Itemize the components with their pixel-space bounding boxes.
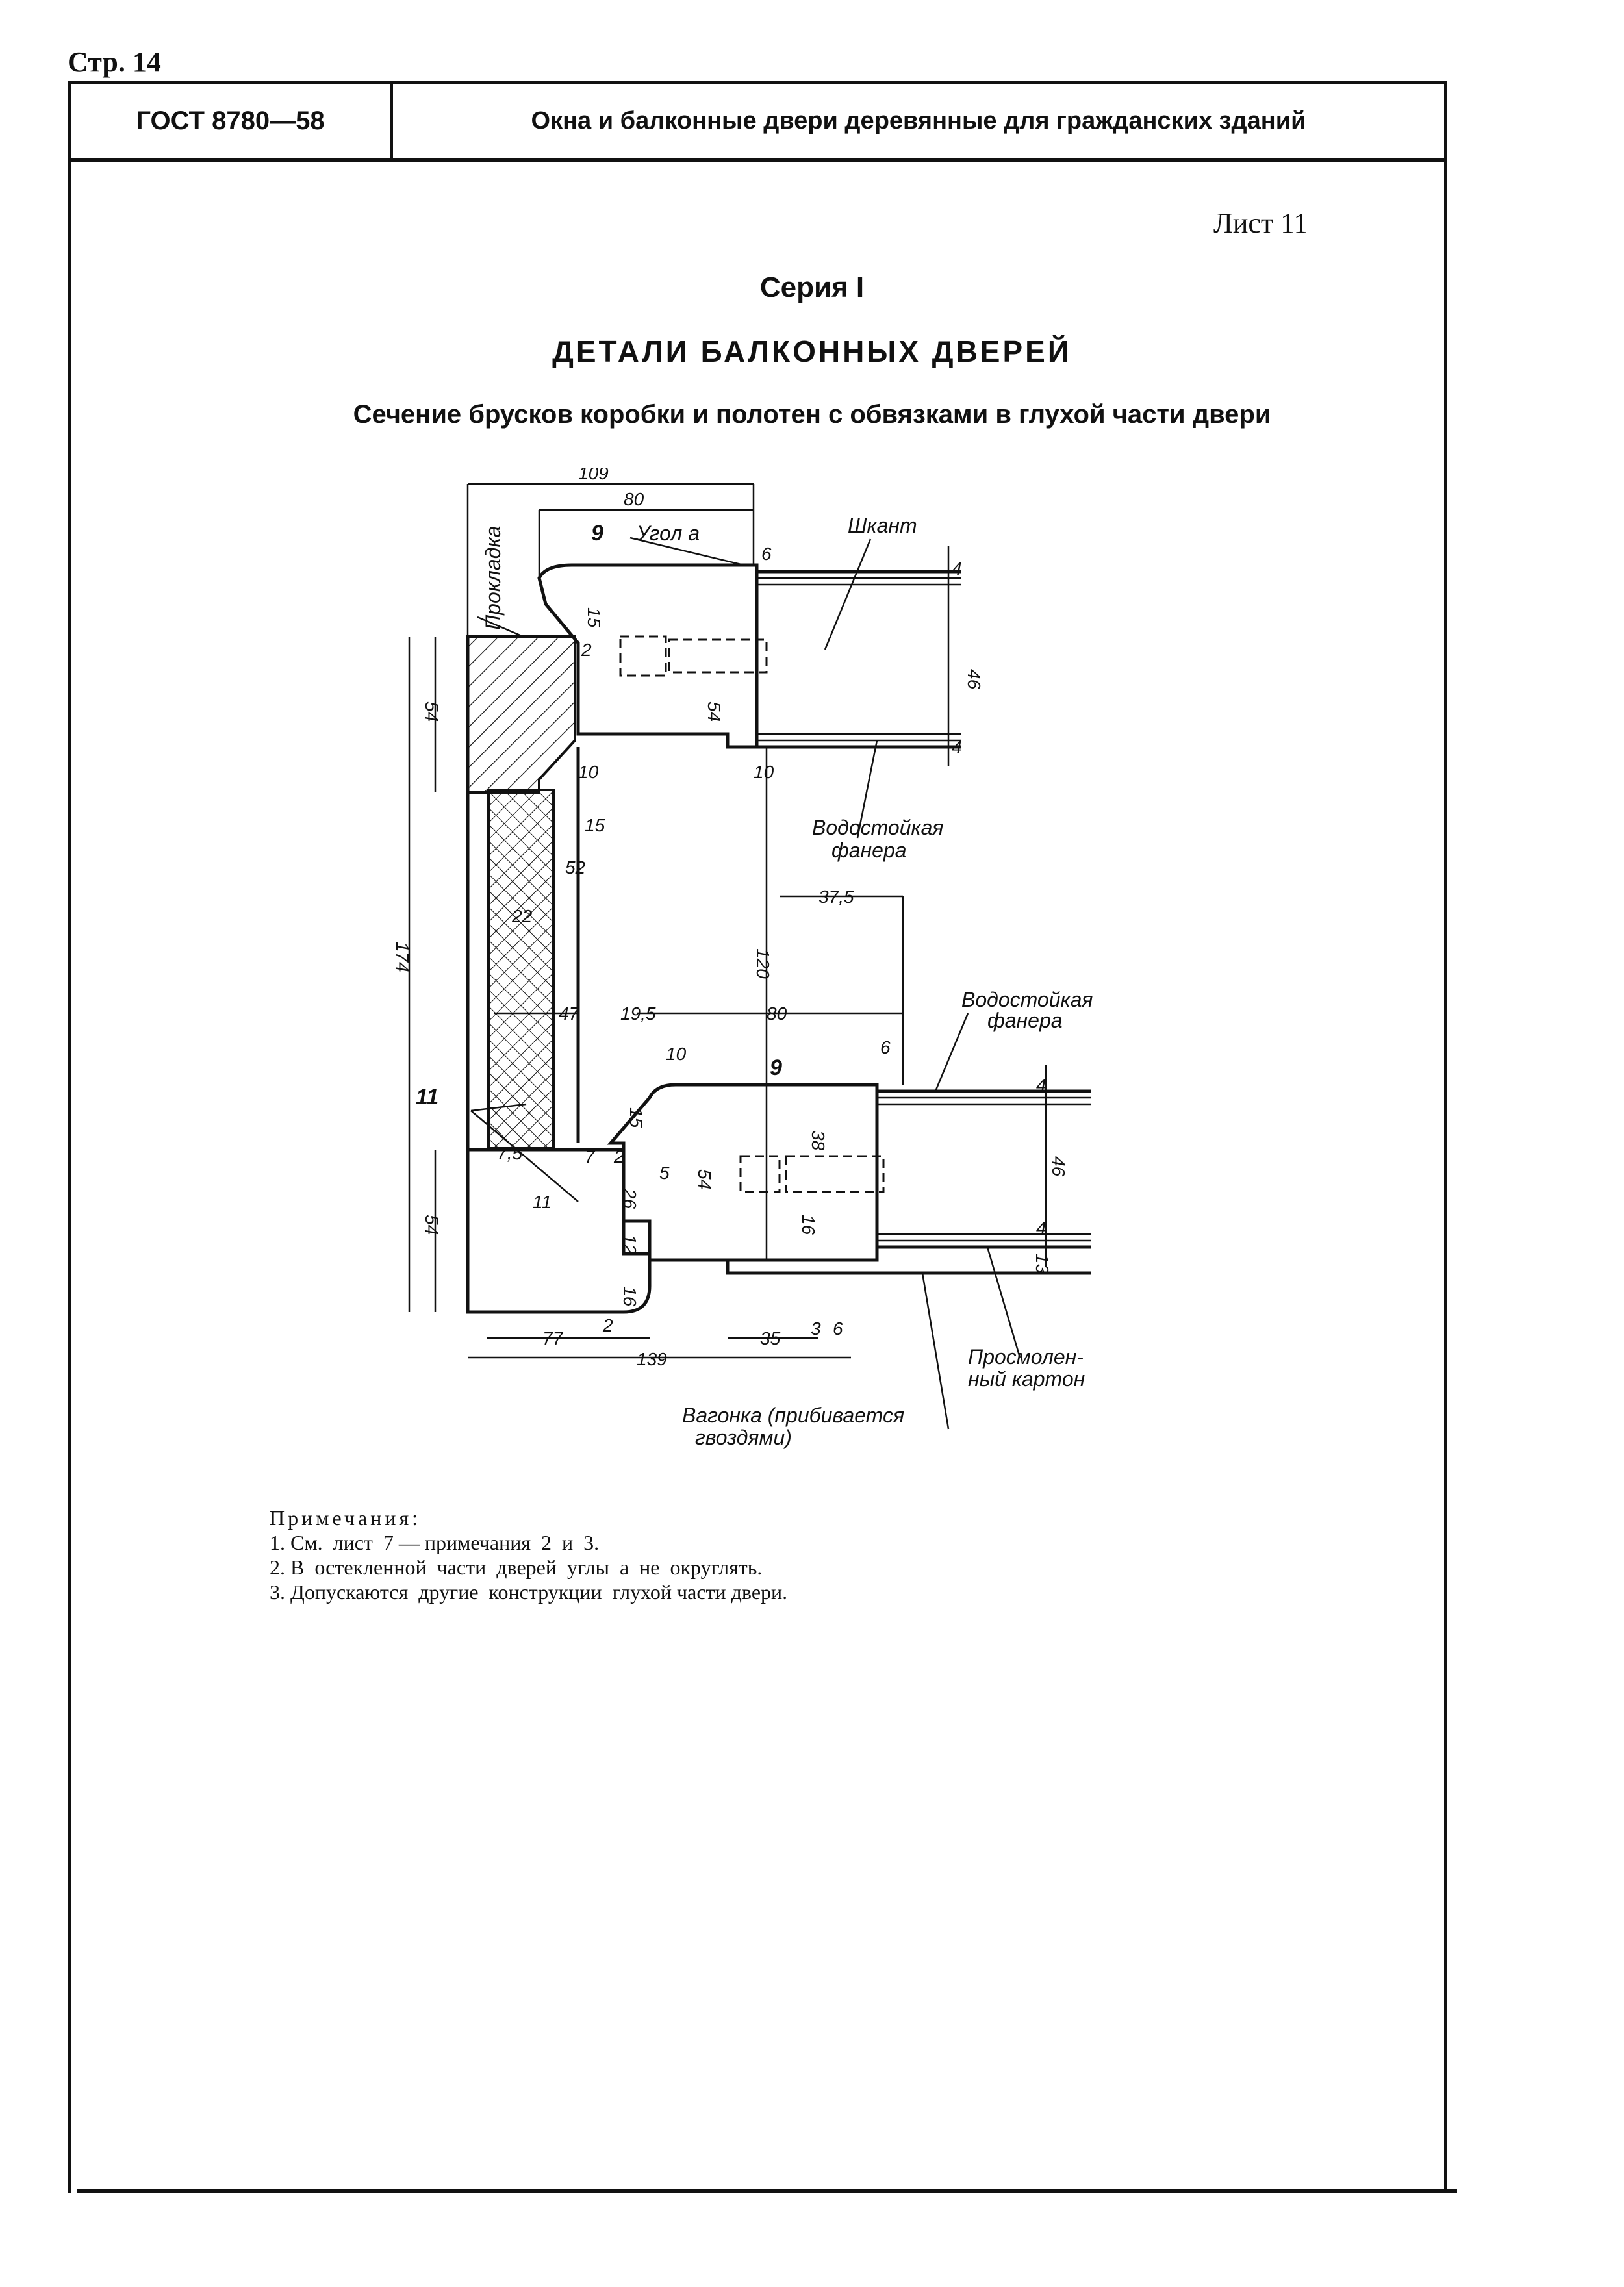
dim-80-top: 80 <box>624 489 644 509</box>
dim-15-b: 15 <box>585 815 605 835</box>
dim-7-5: 7,5 <box>497 1143 522 1163</box>
notes-title: Примечания: <box>270 1506 422 1530</box>
dim-6-top: 6 <box>761 544 772 564</box>
dim-54-mid: 54 <box>704 701 724 722</box>
plywood-top <box>757 570 961 749</box>
dim-12: 12 <box>620 1234 640 1255</box>
dim-15-c: 15 <box>626 1107 646 1128</box>
dim-2-b: 2 <box>613 1146 624 1167</box>
label-plywood-top-1: Водостойкая <box>812 816 944 839</box>
dim-2-a: 2 <box>581 640 592 660</box>
dim-54-low: 54 <box>694 1169 715 1189</box>
frame-bar-bottom <box>466 1148 652 1314</box>
dim-13: 13 <box>1032 1254 1052 1274</box>
dim-4-d: 4 <box>1036 1218 1047 1238</box>
dim-26: 26 <box>620 1188 640 1209</box>
notes-block: Примечания: 1. См. лист 7 — примечания 2… <box>270 1506 787 1604</box>
dim-109: 109 <box>578 468 609 483</box>
label-plywood-top-2: фанера <box>831 839 907 862</box>
dim-54-bottom: 54 <box>422 1215 442 1235</box>
dim-47: 47 <box>559 1004 580 1024</box>
note-item: 2. В остекленной части дверей углы а не … <box>270 1556 763 1579</box>
note-item: 3. Допускаются другие конструкции глухой… <box>270 1580 788 1604</box>
dim-46-top: 46 <box>964 669 984 690</box>
label-boarding-2: гвоздями) <box>695 1426 792 1449</box>
dim-10-a: 10 <box>578 762 599 782</box>
sash-top-profile <box>537 563 759 749</box>
dim-54-left: 54 <box>422 701 442 722</box>
dimension-values: 109 80 6 4 46 4 15 2 54 54 10 10 15 52 3… <box>392 468 1069 1369</box>
dim-16-b: 16 <box>620 1286 640 1307</box>
label-dowel: Шкант <box>848 514 917 537</box>
dim-38: 38 <box>808 1130 828 1151</box>
dim-80-mid: 80 <box>767 1004 787 1024</box>
dim-2-c: 2 <box>602 1315 613 1335</box>
dim-174: 174 <box>392 942 412 972</box>
dim-5: 5 <box>659 1163 670 1183</box>
dim-4-c: 4 <box>1036 1075 1047 1095</box>
dim-52: 52 <box>565 857 586 878</box>
page-heading: ДЕТАЛИ БАЛКОННЫХ ДВЕРЕЙ <box>552 335 1072 368</box>
label-plywood-bottom-2: фанера <box>987 1009 1063 1032</box>
label-roofing-1: Просмолен- <box>968 1345 1084 1369</box>
dim-6-mid: 6 <box>880 1037 891 1057</box>
dim-6-bot: 6 <box>833 1319 843 1339</box>
frame-bar-top <box>466 635 576 794</box>
leader-lines <box>470 537 1021 1430</box>
sheet-number: Лист 11 <box>1213 207 1308 239</box>
label-boarding-1: Вагонка (прибивается <box>682 1404 904 1427</box>
dim-10-b: 10 <box>754 762 774 782</box>
label-plywood-bottom-1: Водостойкая <box>961 988 1093 1011</box>
dim-35: 35 <box>760 1328 781 1348</box>
sash-bottom-profile <box>607 1083 879 1262</box>
label-part-9-bottom: 9 <box>770 1055 782 1080</box>
dim-120: 120 <box>753 948 773 979</box>
dowel-top <box>668 638 768 674</box>
dim-4-a: 4 <box>952 559 962 579</box>
label-part-11: 11 <box>416 1085 438 1109</box>
page-frame: ГОСТ 8780—58 Окна и балконные двери дере… <box>68 81 1447 2193</box>
dimension-lines <box>408 483 1047 1359</box>
section-subheading: Сечение брусков коробки и полотен с обвя… <box>353 400 1271 429</box>
section-drawing: Прокладка 9 Угол а Шкант Водостойкая фан… <box>392 468 1093 1449</box>
series-label: Серия I <box>759 272 865 303</box>
label-gasket: Прокладка <box>481 526 505 630</box>
dim-77: 77 <box>542 1328 564 1348</box>
dim-16-a: 16 <box>798 1215 818 1235</box>
dim-139: 139 <box>637 1349 667 1369</box>
note-item: 1. См. лист 7 — примечания 2 и 3. <box>270 1531 600 1554</box>
header-row: ГОСТ 8780—58 Окна и балконные двери дере… <box>71 84 1444 162</box>
plywood-bottom <box>726 1089 1091 1275</box>
dim-19-5: 19,5 <box>620 1004 656 1024</box>
standard-number: ГОСТ 8780—58 <box>71 84 393 158</box>
dim-10-c: 10 <box>666 1044 687 1064</box>
dim-11: 11 <box>533 1192 552 1212</box>
dowel-bottom <box>785 1155 885 1193</box>
label-angle-a: Угол а <box>636 522 700 545</box>
dim-22: 22 <box>511 906 533 926</box>
frame-bottom-line <box>77 2189 1457 2193</box>
insulation-fill <box>487 789 555 1150</box>
dim-3: 3 <box>811 1319 821 1339</box>
document-title: Окна и балконные двери деревянные для гр… <box>531 107 1306 134</box>
dim-46-mid: 46 <box>1048 1156 1069 1177</box>
label-roofing-2: ный картон <box>968 1367 1085 1391</box>
dim-7: 7 <box>585 1146 596 1167</box>
page-number: Стр. 14 <box>68 46 161 78</box>
dim-4-b: 4 <box>952 737 962 757</box>
dim-15-a: 15 <box>584 607 604 628</box>
label-part-9-top: 9 <box>591 521 603 546</box>
dim-37-5: 37,5 <box>818 887 854 907</box>
